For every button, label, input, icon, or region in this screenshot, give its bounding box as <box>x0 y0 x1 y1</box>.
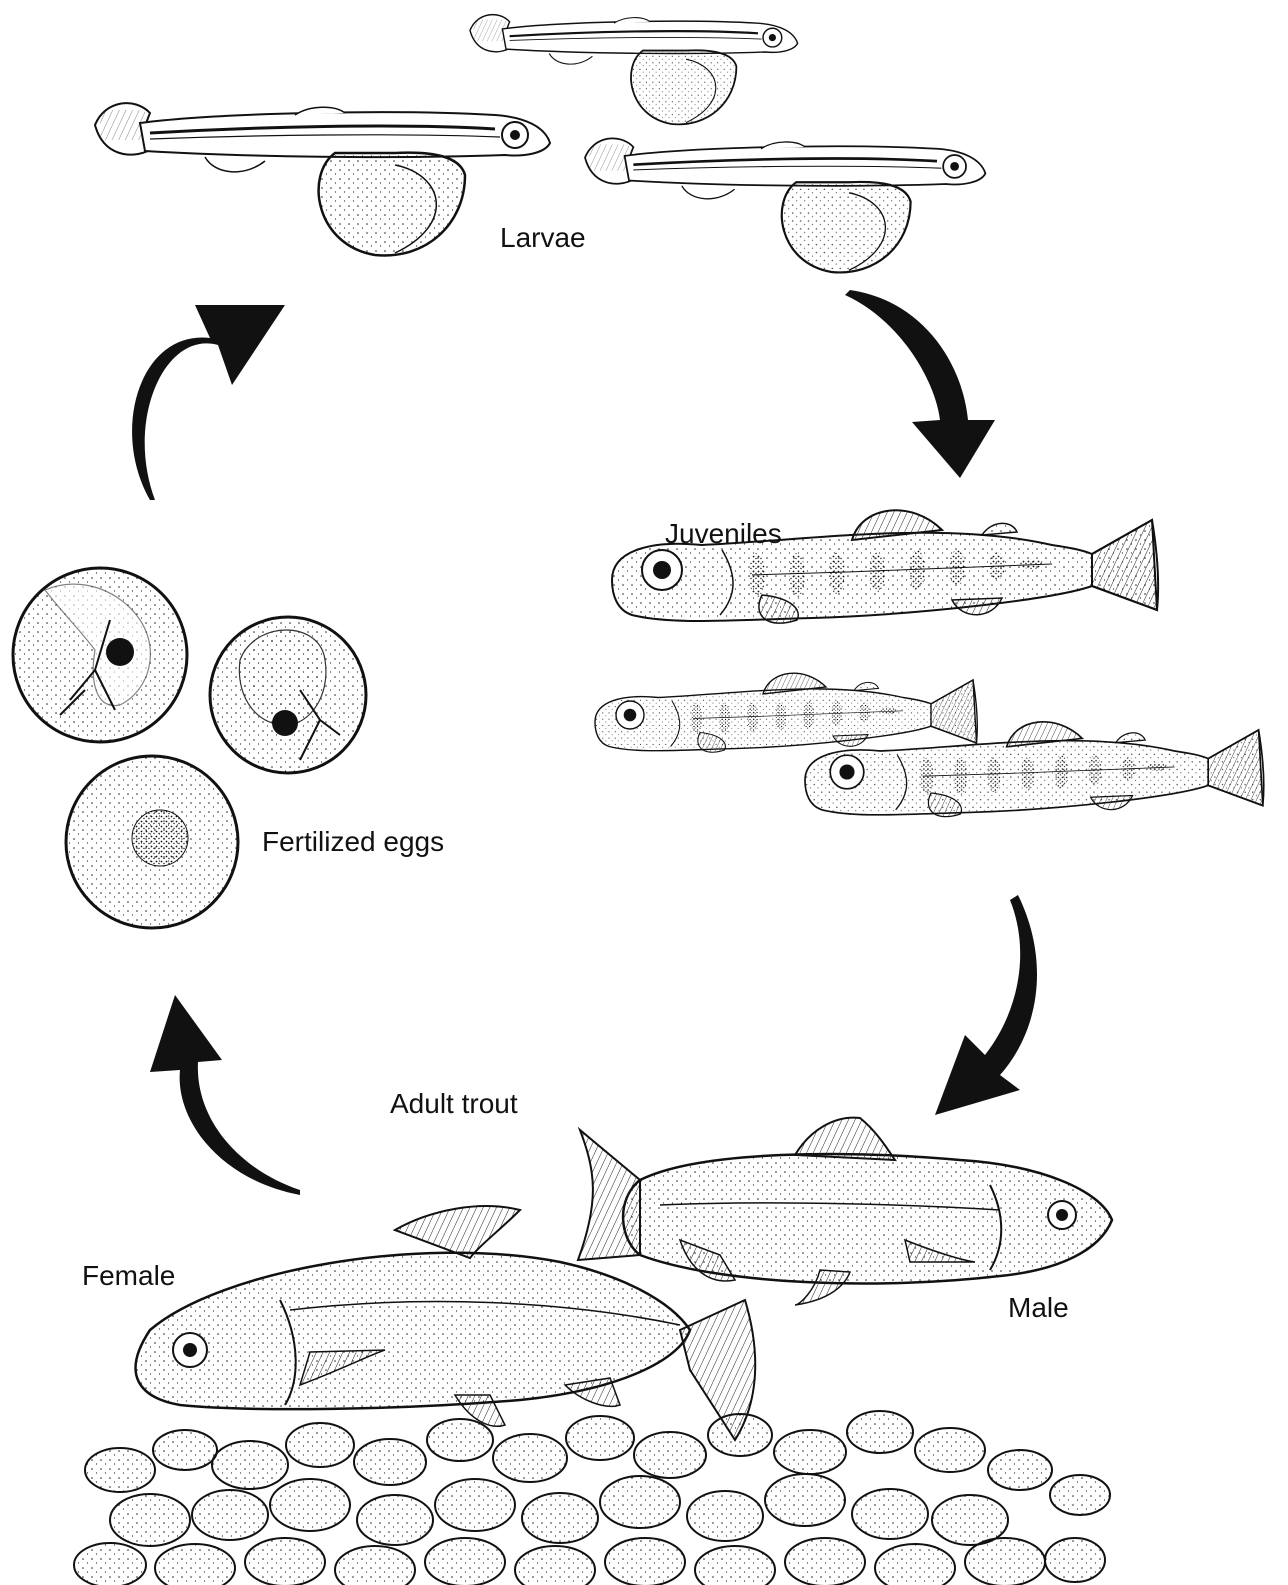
egg-1 <box>13 568 187 742</box>
label-adult-trout: Adult trout <box>390 1088 518 1120</box>
label-juveniles: Juveniles <box>665 518 782 550</box>
label-female: Female <box>82 1260 175 1292</box>
label-fertilized-eggs: Fertilized eggs <box>262 826 444 858</box>
gravel-bed <box>74 1411 1110 1585</box>
egg-2 <box>210 617 366 773</box>
arrow-larvae-to-juveniles <box>845 290 995 478</box>
juvenile-2 <box>595 673 977 752</box>
label-larvae: Larvae <box>500 222 586 254</box>
egg-3 <box>66 756 238 928</box>
arrow-juveniles-to-adults <box>935 895 1037 1115</box>
larva-1 <box>470 15 798 125</box>
larva-2 <box>95 103 550 255</box>
fertilized-eggs-group <box>13 568 366 928</box>
male-trout <box>578 1118 1112 1305</box>
arrow-eggs-to-larvae <box>132 305 285 500</box>
juveniles-group <box>595 510 1264 816</box>
larva-3 <box>585 138 985 272</box>
label-male: Male <box>1008 1292 1069 1324</box>
arrow-adults-to-eggs <box>150 995 300 1195</box>
